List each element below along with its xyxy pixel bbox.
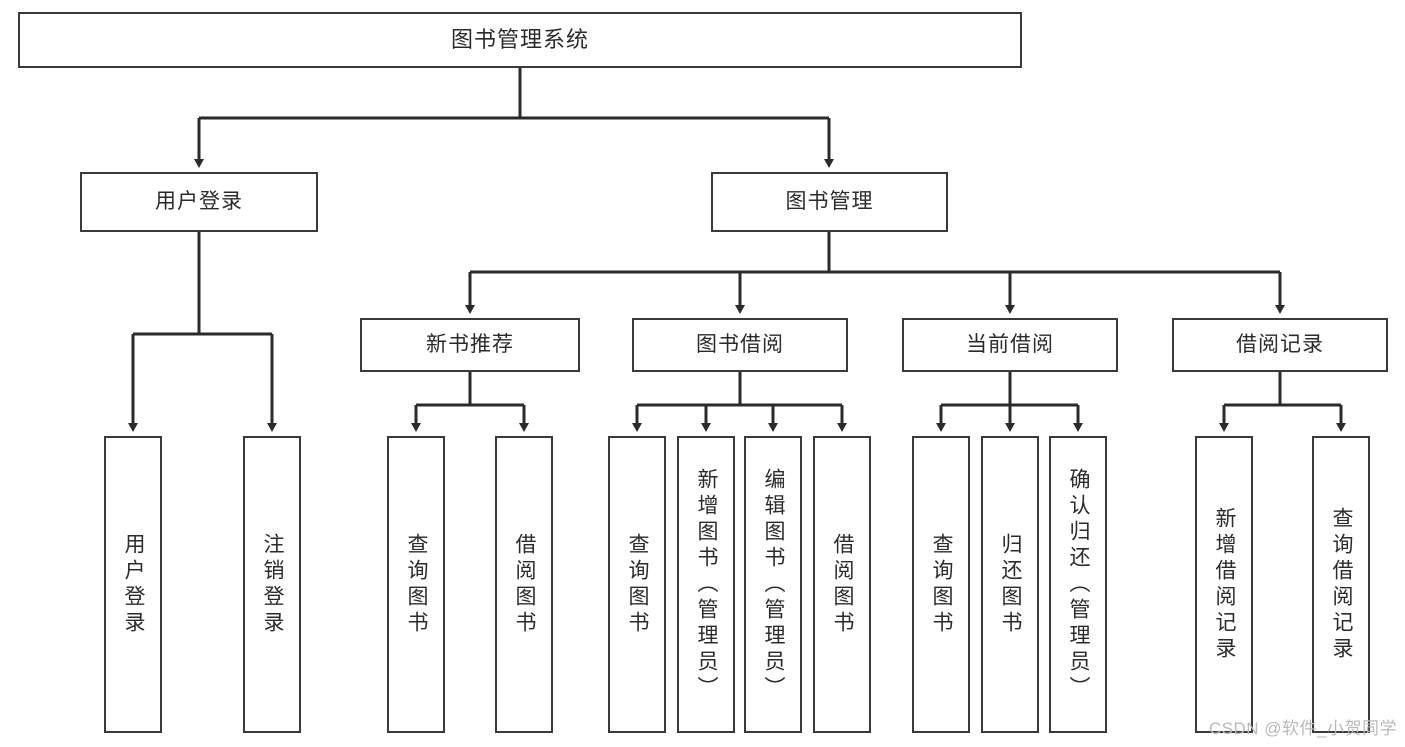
node-new-book-recommend[interactable]: 新书推荐 [360, 318, 580, 372]
node-label: 查询借阅记录 [1330, 506, 1354, 663]
node-label: 图书管理系统 [450, 26, 589, 52]
node-label: 确认归还（管理员） [1067, 467, 1091, 702]
leaf-add-borrow-record[interactable]: 新增借阅记录 [1195, 436, 1253, 733]
node-label: 图书管理 [785, 190, 874, 214]
node-label: 当前借阅 [966, 333, 1054, 357]
leaf-borrow-book-new-recommend[interactable]: 借阅图书 [495, 436, 553, 733]
leaf-edit-book-admin[interactable]: 编辑图书（管理员） [744, 436, 802, 733]
node-book-manage[interactable]: 图书管理 [711, 172, 948, 232]
watermark: CSDN @软件_小贺同学 [1208, 719, 1397, 738]
node-label: 查询图书 [626, 532, 650, 637]
node-label: 图书借阅 [696, 333, 784, 357]
node-label: 编辑图书（管理员） [762, 467, 786, 702]
node-borrow-record[interactable]: 借阅记录 [1172, 318, 1388, 372]
leaf-query-book-borrow[interactable]: 查询图书 [608, 436, 666, 733]
leaf-query-borrow-record[interactable]: 查询借阅记录 [1312, 436, 1370, 733]
node-label: 借阅图书 [513, 532, 537, 637]
leaf-query-book-current[interactable]: 查询图书 [912, 436, 970, 733]
node-label: 借阅图书 [831, 532, 855, 637]
node-label: 用户登录 [122, 532, 146, 637]
node-current-borrow[interactable]: 当前借阅 [902, 318, 1118, 372]
node-label: 新增借阅记录 [1213, 506, 1237, 663]
node-label: 注销登录 [261, 532, 285, 637]
node-label: 新书推荐 [426, 333, 514, 357]
node-label: 查询图书 [930, 532, 954, 637]
leaf-return-book[interactable]: 归还图书 [981, 436, 1039, 733]
node-label: 借阅记录 [1236, 333, 1324, 357]
node-label: 查询图书 [405, 532, 429, 637]
node-label: 归还图书 [999, 532, 1023, 637]
node-book-borrow[interactable]: 图书借阅 [632, 318, 848, 372]
leaf-borrow-book-borrow[interactable]: 借阅图书 [813, 436, 871, 733]
node-user-login[interactable]: 用户登录 [80, 172, 318, 232]
node-label: 用户登录 [155, 190, 243, 214]
leaf-add-book-admin[interactable]: 新增图书（管理员） [677, 436, 735, 733]
leaf-query-book-new-recommend[interactable]: 查询图书 [387, 436, 445, 733]
node-label: 新增图书（管理员） [695, 467, 719, 702]
node-root-book-management-system[interactable]: 图书管理系统 [18, 12, 1022, 68]
leaf-logout-login[interactable]: 注销登录 [243, 436, 301, 733]
leaf-user-login[interactable]: 用户登录 [104, 436, 162, 733]
leaf-confirm-return-admin[interactable]: 确认归还（管理员） [1049, 436, 1107, 733]
